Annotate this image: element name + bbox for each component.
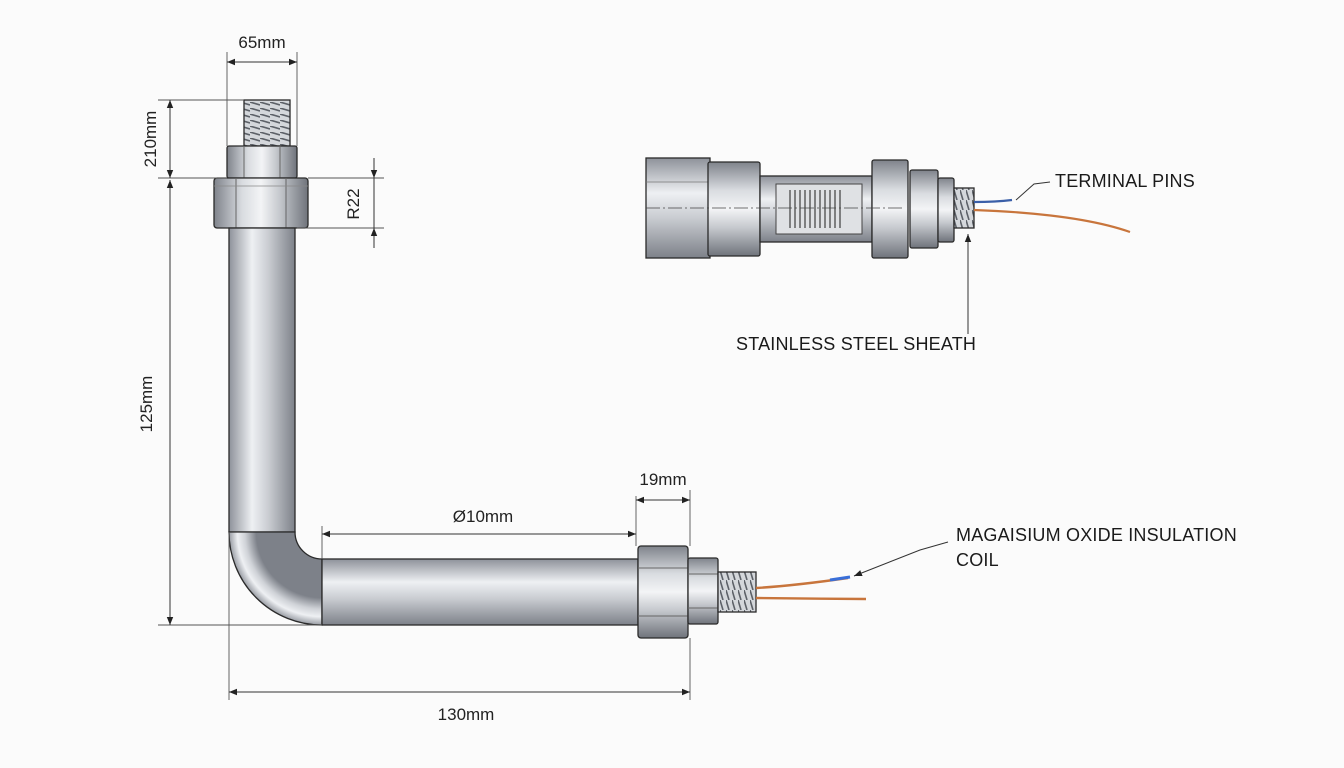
dim-horizontal-diameter: Ø10mm: [453, 507, 513, 526]
dim-top-width: 65mm: [238, 33, 285, 52]
end-thread: [717, 571, 757, 613]
label-terminal-pins: TERMINAL PINS: [1055, 171, 1195, 191]
lower-nut: [213, 177, 309, 229]
elbow: [228, 531, 323, 626]
top-thread: [243, 99, 291, 147]
dim-vertical-length: 125mm: [137, 376, 156, 433]
dim-overall-length: 130mm: [438, 705, 495, 724]
end-nut: [637, 545, 689, 639]
dim-nut-height: R22: [344, 188, 363, 219]
wire-blue-tip: [829, 575, 851, 582]
upper-nut: [226, 145, 298, 179]
vertical-tube: [228, 227, 296, 533]
section-wire-blue: [973, 198, 1013, 204]
label-sheath: STAINLESS STEEL SHEATH: [736, 334, 976, 354]
label-insulation-line2: COIL: [956, 550, 999, 570]
section-detail: [645, 157, 1131, 259]
section-coil: [789, 190, 841, 228]
section-wire-copper: [973, 208, 1131, 234]
heater-body: [213, 99, 867, 639]
end-nut-small: [687, 557, 719, 625]
horizontal-tube: [321, 558, 639, 626]
dimension-lines: [158, 52, 691, 700]
section-left-collar: [707, 161, 761, 257]
section-right-collar: [871, 159, 909, 259]
dim-thread-height: 210mm: [141, 111, 160, 168]
section-small-nut: [909, 169, 939, 249]
wire-copper-2: [755, 596, 867, 601]
dim-end-fitting: 19mm: [639, 470, 686, 489]
leader-lines: [853, 181, 1051, 577]
section-thread: [953, 187, 975, 229]
section-cavity: [775, 183, 863, 235]
label-insulation-line1: MAGAISIUM OXIDE INSULATION: [956, 525, 1237, 545]
